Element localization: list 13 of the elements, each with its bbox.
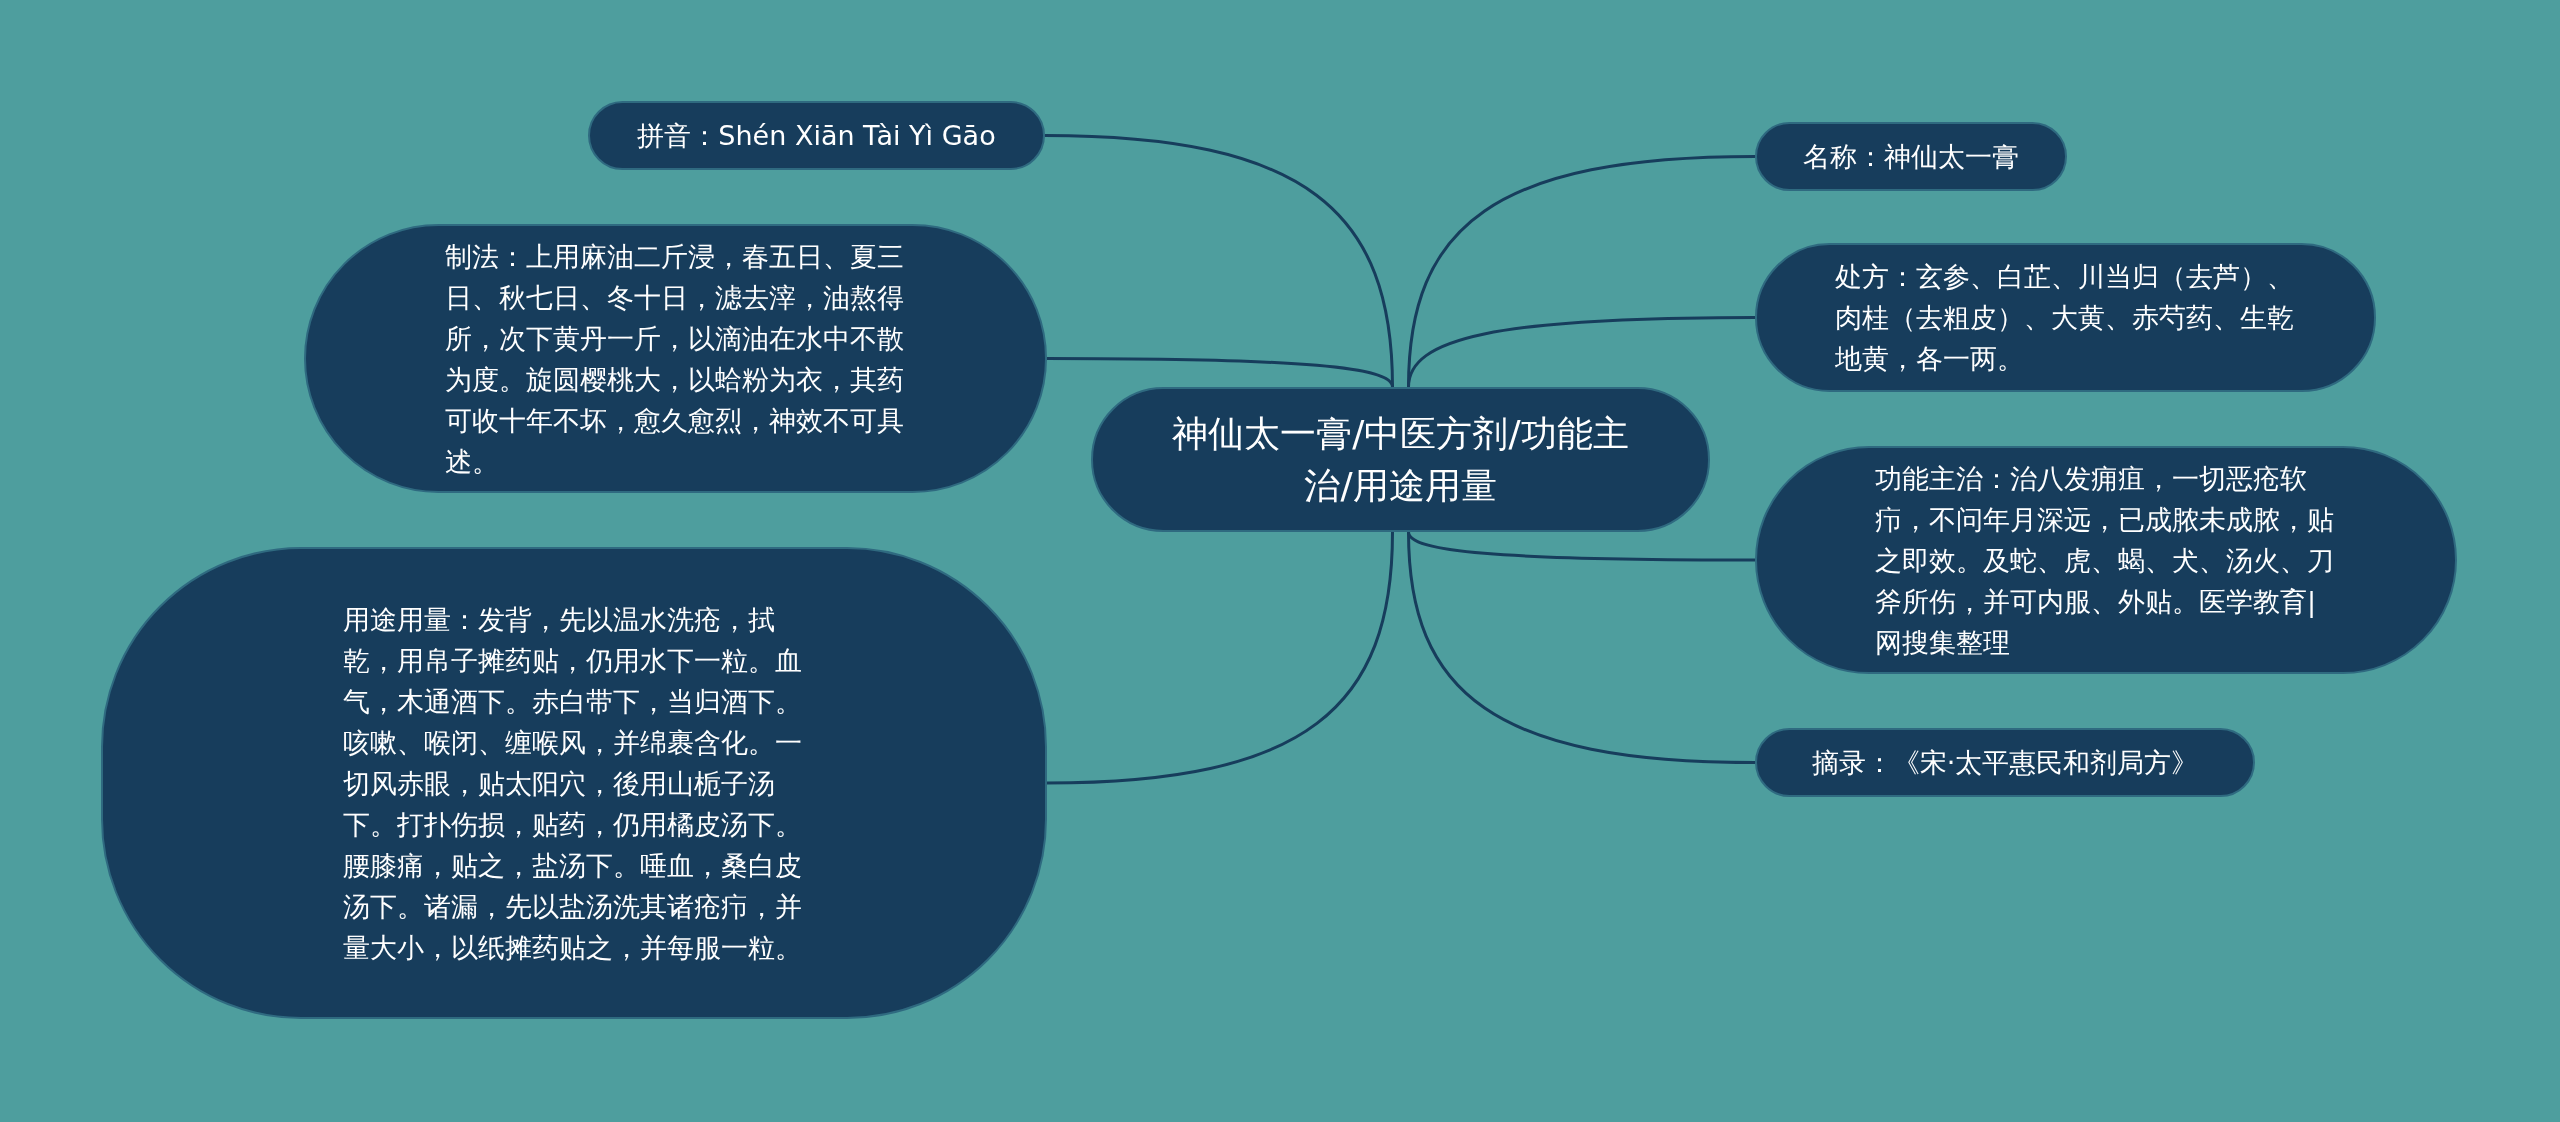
connector-line (1407, 531, 1755, 562)
topic-text: 功能主治：治八发痈疽，一切恶疮软疖，不问年月深远，已成脓未成脓，贴之即效。及蛇、虎、蝎、犬、汤火、刀斧所伤，并可内服、外贴。医学教育|网搜集整理 (1875, 461, 2335, 660)
connector-line (1046, 531, 1394, 785)
connector-line (1047, 357, 1394, 388)
topic-title: 神仙太一膏/中医方剂/功能主治/用途用量 (1171, 411, 1630, 508)
topic-text: 用途用量：发背，先以温水洗疮，拭乾，用帛子摊药贴，仍用水下一粒。血气，木通酒下。赤白带下，当归酒下。咳嗽、喉闭、缠喉风，并绵裹含化。一切风赤眼，贴太阳穴，後用山栀子汤下。打扑伤损，贴药，仍用橘皮汤下。腰膝痛，贴之，盐汤下。唾血，桑白皮汤下。诸漏，先以盐汤洗其诸疮疖，并量大小，以纸摊药贴之，并每服一粒。 (343, 602, 803, 965)
topic-text: 名称：神仙太一膏 (1803, 140, 2019, 174)
topic-text: 摘录：《宋·太平惠民和剂局方》 (1811, 746, 2199, 780)
topic-text: 处方：玄参、白芷、川当归（去芦）、肉桂（去粗皮）、大黄、赤芍药、生乾地黄，各一两。 (1834, 260, 2295, 376)
connector-line (1407, 316, 1755, 388)
connector-line (1407, 531, 1756, 764)
topic-text: 制法：上用麻油二斤浸，春五日、夏三日、秋七日、冬十日，滤去滓，油熬得所，次下黄丹一斤，以滴油在水中不散为度。旋圆樱桃大，以蛤粉为衣，其药可收十年不坏，愈久愈烈，神效不可具述。 (444, 239, 905, 479)
topic-text: 拼音：Shén Xiān Tài Yì Gāo (637, 119, 996, 153)
